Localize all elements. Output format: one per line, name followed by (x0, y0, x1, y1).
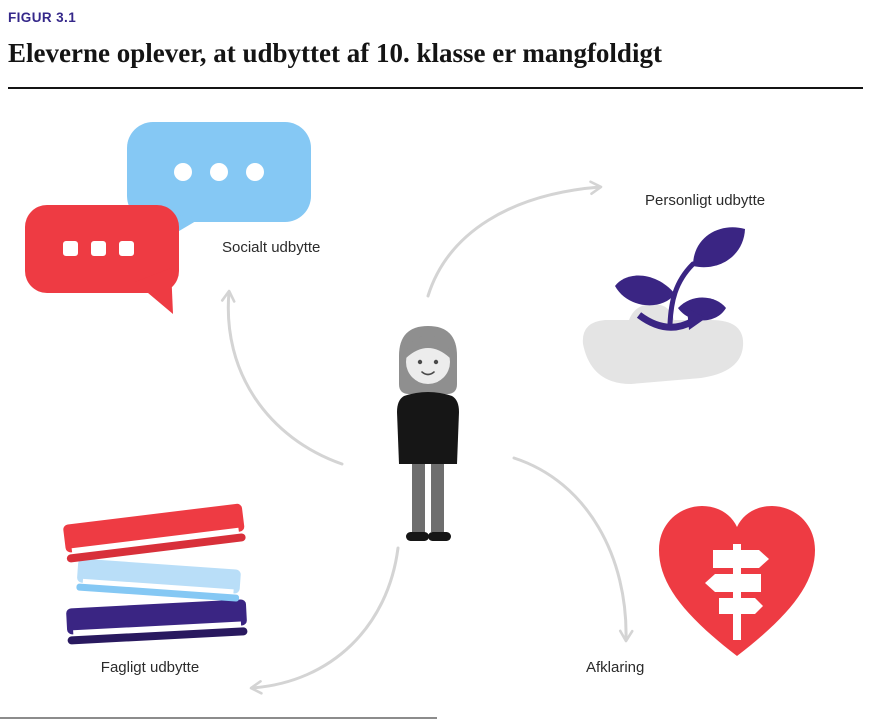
eye (433, 359, 439, 365)
book-red (63, 503, 246, 563)
title-divider (8, 87, 863, 89)
node-label-fagligt: Fagligt udbytte (100, 659, 200, 676)
node-label-personligt: Personligt udbytte (645, 192, 766, 209)
arrow-to-fagligt (249, 546, 400, 695)
book-purple (66, 599, 248, 645)
bubble-dot (246, 163, 264, 181)
bubble-dot (210, 163, 228, 181)
person-body (397, 392, 459, 541)
person-icon (385, 322, 471, 554)
arrow-to-social (220, 289, 344, 466)
figure-number-label: FIGUR 3.1 (8, 10, 77, 25)
book-blue (76, 558, 241, 602)
arrow-to-afklaring (512, 456, 634, 643)
bubble-dot (63, 241, 78, 256)
node-label-social: Socialt udbytte (222, 239, 321, 256)
book-stack-icon (55, 498, 260, 660)
hand (582, 304, 744, 384)
bubble-dot (174, 163, 192, 181)
smile (421, 371, 435, 376)
red-speech-bubble (25, 205, 179, 314)
figure-title: Eleverne oplever, at udbyttet af 10. kla… (8, 38, 662, 68)
speech-bubbles-icon (25, 122, 311, 317)
person-head (399, 326, 457, 394)
bottom-page-rule (0, 717, 437, 719)
heart-signpost-icon (655, 500, 820, 668)
hand-holding-plant-icon (575, 220, 750, 392)
plant (615, 227, 745, 331)
bubble-dot (91, 241, 106, 256)
node-label-afklaring: Afklaring (586, 659, 645, 676)
eye (417, 359, 423, 365)
signpost (705, 544, 769, 640)
bubble-dot (119, 241, 134, 256)
